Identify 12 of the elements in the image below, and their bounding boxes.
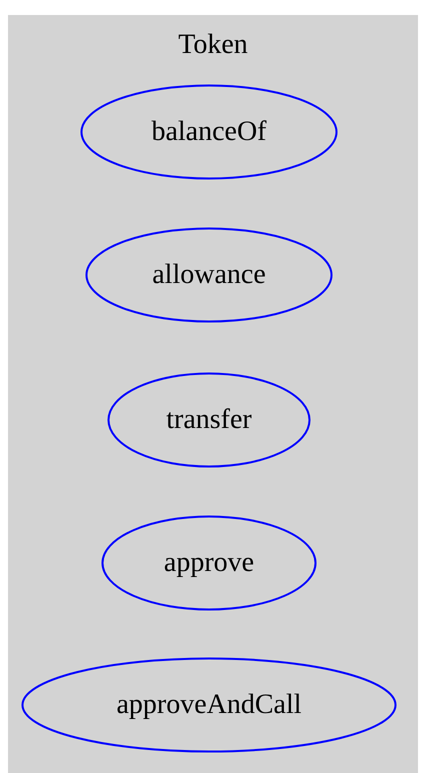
function-name: approve xyxy=(164,547,254,579)
function-ellipse xyxy=(80,84,338,180)
function-ellipse xyxy=(21,657,397,753)
function-name: allowance xyxy=(152,259,266,291)
function-ellipse xyxy=(85,227,333,323)
function-ellipse xyxy=(107,372,311,468)
function-name: approveAndCall xyxy=(116,689,302,721)
cluster-box xyxy=(8,15,418,773)
function-name: balanceOf xyxy=(151,116,267,148)
cluster-title: Token xyxy=(178,29,248,61)
function-name: transfer xyxy=(166,404,252,436)
function-ellipse xyxy=(101,515,317,611)
